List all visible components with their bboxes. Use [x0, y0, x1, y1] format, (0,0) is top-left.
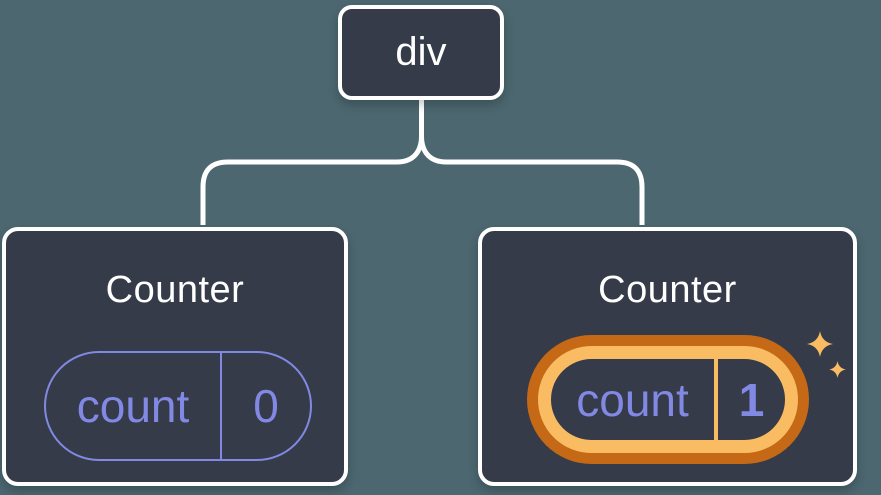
state-pill: count 0 — [44, 351, 312, 461]
card-title: Counter — [598, 269, 737, 311]
card-title: Counter — [105, 269, 245, 311]
root-node-label: div — [395, 30, 447, 74]
counter-card-right: Counter count 1 — [478, 227, 857, 486]
sparkle-small — [829, 361, 847, 379]
state-label: count — [76, 380, 190, 432]
state-value: 0 — [220, 353, 310, 459]
connector-branch-left — [200, 135, 424, 225]
connector-branch-right — [419, 135, 645, 225]
counter-card-left: Counter count 0 — [2, 227, 348, 486]
state-value: 1 — [714, 359, 785, 440]
state-label: count — [576, 373, 689, 426]
sparkles-icon — [807, 331, 847, 379]
sparkle-large — [807, 331, 833, 357]
root-node-div: div — [338, 5, 504, 100]
state-pill-highlighted: count 1 — [538, 346, 798, 453]
